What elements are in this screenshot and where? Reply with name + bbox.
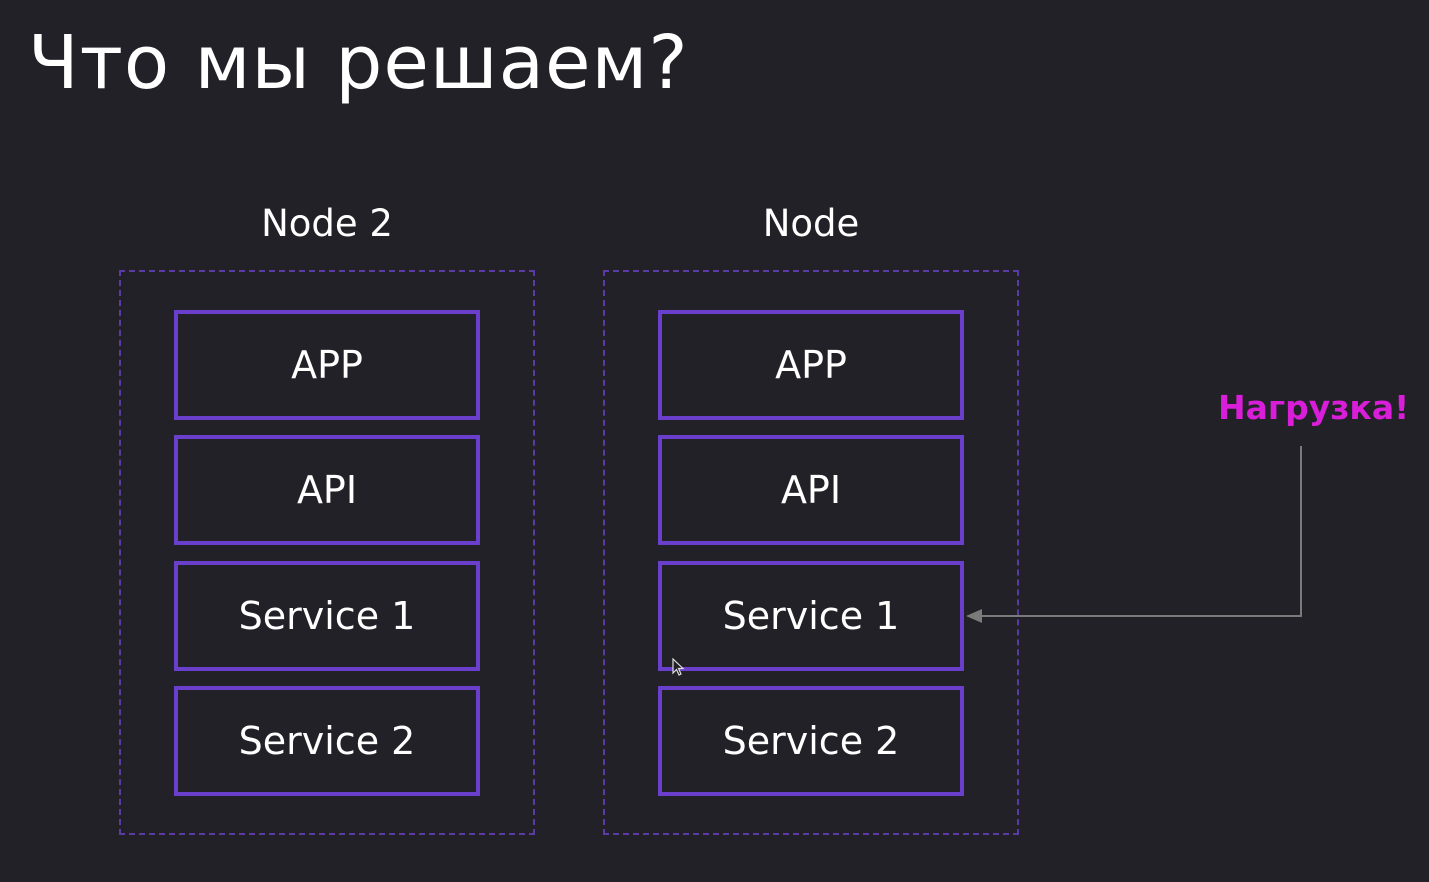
node-api-box: API [658, 435, 964, 545]
load-arrow-line [980, 446, 1302, 617]
node-2-service-2-box: Service 2 [174, 686, 480, 796]
node-service-1-box: Service 1 [658, 561, 964, 671]
load-label: Нагрузка! [1218, 388, 1410, 427]
slide-title: Что мы решаем? [28, 20, 689, 106]
node-frame [603, 270, 1019, 835]
node-label: Node [762, 202, 860, 245]
node-app-box: APP [658, 310, 964, 420]
mouse-cursor-icon [672, 658, 685, 676]
node-2-label: Node 2 [261, 202, 393, 245]
node-service-2-box: Service 2 [658, 686, 964, 796]
node-2-api-box: API [174, 435, 480, 545]
node-2-app-box: APP [174, 310, 480, 420]
load-arrow-head [966, 609, 982, 623]
node-2-frame [119, 270, 535, 835]
node-2-service-1-box: Service 1 [174, 561, 480, 671]
